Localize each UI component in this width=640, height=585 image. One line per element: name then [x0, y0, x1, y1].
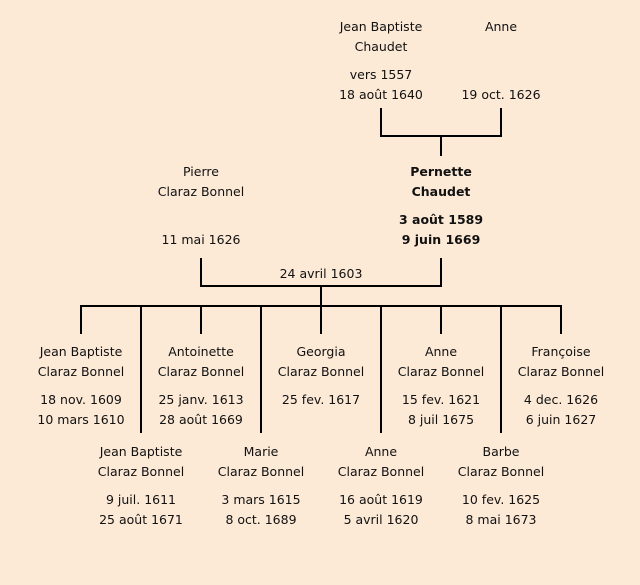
birth-date: 18 nov. 1609: [40, 392, 122, 407]
birth-date: 25 fev. 1617: [281, 392, 361, 407]
birth-date: 4 dec. 1626: [523, 392, 599, 407]
first-name: Jean Baptiste: [99, 444, 183, 459]
last-name: Chaudet: [354, 39, 408, 54]
birth-date: 15 fev. 1621: [401, 392, 481, 407]
last-name: Claraz Bonnel: [517, 364, 605, 379]
last-name: Claraz Bonnel: [37, 364, 125, 379]
death-date: 8 mai 1673: [465, 512, 537, 527]
last-name: Claraz Bonnel: [217, 464, 305, 479]
first-name: Georgia: [296, 344, 346, 359]
first-name: Pierre: [183, 164, 219, 179]
first-name: Barbe: [482, 444, 520, 459]
last-name: Claraz Bonnel: [157, 364, 245, 379]
first-name: Anne: [364, 444, 398, 459]
first-name: Françoise: [531, 344, 591, 359]
last-name: Claraz Bonnel: [457, 464, 545, 479]
death-date: 18 août 1640: [339, 87, 423, 102]
birth-date: 25 janv. 1613: [158, 392, 244, 407]
death-date: 28 août 1669: [159, 412, 243, 427]
last-name: Claraz Bonnel: [97, 464, 185, 479]
first-name: Jean Baptiste: [39, 344, 123, 359]
first-name: Antoinette: [168, 344, 234, 359]
birth-date: 10 fev. 1625: [461, 492, 541, 507]
birth-date: 3 août 1589: [398, 212, 484, 227]
death-date: 11 mai 1626: [161, 232, 241, 247]
death-date: 8 juil 1675: [407, 412, 475, 427]
death-date: 5 avril 1620: [343, 512, 419, 527]
death-date: 25 août 1671: [99, 512, 183, 527]
first-name: Jean Baptiste: [339, 19, 423, 34]
death-date: 6 juin 1627: [525, 412, 597, 427]
death-date: 19 oct. 1626: [461, 87, 541, 102]
first-name: Anne: [484, 19, 518, 34]
first-name: Marie: [243, 444, 279, 459]
last-name: Claraz Bonnel: [397, 364, 485, 379]
death-date: 10 mars 1610: [37, 412, 125, 427]
last-name: Claraz Bonnel: [337, 464, 425, 479]
death-date: 8 oct. 1689: [225, 512, 297, 527]
last-name: Chaudet: [411, 184, 471, 199]
last-name: Claraz Bonnel: [157, 184, 245, 199]
birth-date: 3 mars 1615: [221, 492, 301, 507]
death-date: 9 juin 1669: [401, 232, 481, 247]
birth-date: vers 1557: [349, 67, 413, 82]
birth-date: 9 juil. 1611: [105, 492, 177, 507]
first-name: Pernette: [410, 164, 472, 179]
birth-date: 16 août 1619: [339, 492, 423, 507]
marriage-date: 24 avril 1603: [279, 266, 363, 281]
first-name: Anne: [424, 344, 458, 359]
last-name: Claraz Bonnel: [277, 364, 365, 379]
